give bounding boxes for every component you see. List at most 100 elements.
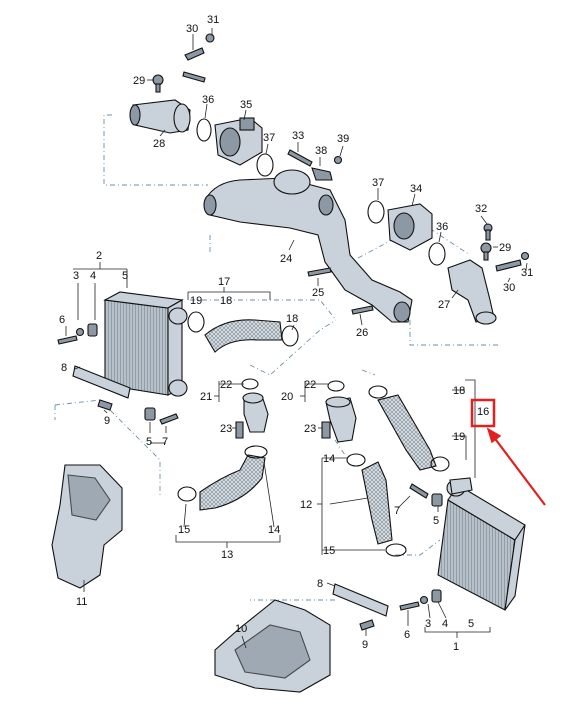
intercooler-right: [437, 477, 526, 611]
callout-31: 31: [207, 14, 219, 26]
clamp-19-right: [430, 456, 450, 472]
connection-line: [409, 320, 500, 346]
callout-37: 37: [372, 177, 384, 189]
stud-bolt: [182, 71, 206, 83]
callout-18: 18: [220, 295, 232, 307]
connection-line: [103, 114, 208, 186]
callout-20: 20: [281, 391, 293, 403]
callout-labels: 31 30 29 28 36 35 37 33 39 38 37 34 32 3…: [59, 14, 533, 653]
callout-15: 15: [323, 545, 335, 557]
callout-18: 18: [286, 313, 298, 325]
highlight-arrow: [486, 427, 546, 506]
bolt-6-right: [399, 601, 420, 611]
bolt-33: [287, 149, 313, 167]
hose-16: [377, 394, 437, 471]
bracket-8-right: [332, 583, 389, 617]
callout-39: 39: [337, 133, 349, 145]
air-guide-10: [214, 599, 331, 693]
callout-14: 14: [268, 524, 280, 536]
bolt-7-left: [159, 413, 179, 425]
highlight-box: [470, 398, 496, 428]
callout-17: 17: [218, 276, 230, 288]
callout-13: 13: [221, 549, 233, 561]
callout-37: 37: [263, 132, 275, 144]
callout-4: 4: [90, 270, 96, 282]
callout-30: 30: [186, 23, 198, 35]
callout-3: 3: [73, 270, 79, 282]
callout-5: 5: [433, 515, 439, 527]
callout-30: 30: [503, 282, 515, 294]
callout-29: 29: [133, 75, 145, 87]
callout-35: 35: [240, 99, 252, 111]
sensor-29: [152, 74, 164, 93]
connection-line: [190, 299, 337, 321]
bolt-30: [184, 47, 205, 61]
bolt-9-right: [359, 619, 375, 631]
o-ring-37-right: [367, 200, 385, 224]
callout-14: 14: [323, 453, 335, 465]
callout-3: 3: [425, 618, 431, 630]
clamp-18-right: [368, 385, 388, 399]
callout-22: 22: [304, 379, 316, 391]
callout-32: 32: [475, 203, 487, 215]
callout-16: 16: [477, 406, 489, 418]
hose-17: [204, 319, 283, 353]
clamp-18-top: [281, 325, 299, 347]
connector-21: [242, 392, 269, 433]
callout-29: 29: [499, 242, 511, 254]
callout-9: 9: [104, 415, 110, 427]
callout-26: 26: [356, 327, 368, 339]
bolt-25: [307, 267, 332, 277]
sensor-38: [311, 167, 333, 181]
bolt-26: [351, 305, 374, 315]
callout-21: 21: [200, 391, 212, 403]
grommet-5-left: [144, 407, 156, 421]
callout-7: 7: [162, 436, 168, 448]
grommet-3-left: [75, 327, 85, 337]
callout-5: 5: [468, 618, 474, 630]
callout-36: 36: [436, 221, 448, 233]
bolt-23-left: [235, 421, 244, 439]
leader-lines: [65, 28, 528, 649]
hose-12: [361, 461, 393, 545]
bolt-32: [483, 223, 493, 241]
bolt-30-right: [495, 259, 522, 272]
callout-10: 10: [235, 623, 247, 635]
intake-pipe-24: [203, 169, 413, 323]
clamp-15-right: [385, 543, 407, 557]
grommet-5-right: [431, 493, 443, 507]
bolt-31-right: [520, 251, 530, 261]
callout-6: 6: [404, 629, 410, 641]
callout-9: 9: [362, 639, 368, 651]
grommet-4-right: [431, 589, 442, 603]
bracket-8-left: [72, 365, 131, 399]
air-guide-11: [51, 464, 123, 589]
callout-15: 15: [178, 524, 190, 536]
bolt-7-right: [409, 483, 429, 499]
connection-line: [249, 319, 337, 376]
callout-8: 8: [317, 578, 323, 590]
o-ring-22-left: [241, 378, 259, 390]
callout-18: 18: [453, 385, 465, 397]
callout-23: 23: [220, 423, 232, 435]
throttle-valve-34: [387, 203, 433, 251]
callout-27: 27: [438, 299, 450, 311]
clamp-19-top: [187, 311, 205, 333]
callout-34: 34: [410, 183, 422, 195]
clamp-14-left: [244, 445, 268, 459]
callout-4: 4: [442, 618, 448, 630]
callout-6: 6: [59, 314, 65, 326]
grommet-3-right: [419, 595, 429, 605]
callout-22: 22: [220, 379, 232, 391]
o-ring-36-right: [428, 242, 446, 266]
callout-24: 24: [280, 253, 292, 265]
connector-20: [325, 396, 357, 443]
intercooler-left: [103, 291, 188, 397]
callout-2: 2: [96, 250, 102, 262]
connection-line: [361, 369, 376, 376]
callout-38: 38: [315, 145, 327, 157]
o-ring-22-right: [327, 380, 345, 392]
bolt-39: [333, 155, 343, 165]
